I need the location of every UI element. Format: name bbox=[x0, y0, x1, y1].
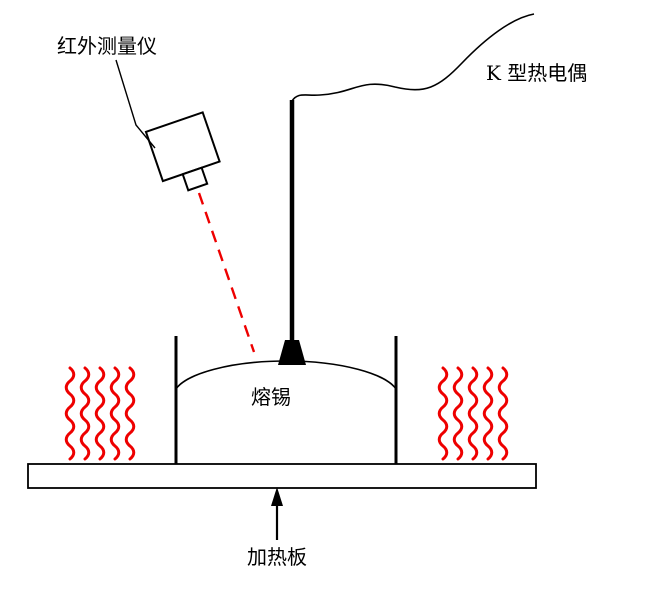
infrared-label-pointer-line bbox=[115, 59, 156, 149]
molten-solder-label: 熔锡 bbox=[251, 385, 291, 409]
heating-plate-label: 加热板 bbox=[247, 545, 307, 569]
heating-plate bbox=[27, 463, 537, 489]
heat-wave-line bbox=[79, 366, 91, 461]
infrared-device bbox=[144, 111, 221, 192]
heating-plate-arrow bbox=[271, 487, 283, 540]
arrow-head bbox=[271, 487, 283, 506]
heat-wave-line bbox=[109, 366, 121, 461]
heat-wave-line bbox=[452, 366, 464, 461]
thermocouple-tip-cone bbox=[278, 340, 306, 365]
heat-wave-line bbox=[124, 366, 136, 461]
heat-wave-line bbox=[94, 366, 106, 461]
infrared-meter-label: 红外测量仪 bbox=[57, 34, 157, 58]
heat-wave-line bbox=[64, 366, 76, 461]
infrared-device-body bbox=[144, 111, 221, 183]
infrared-beam-dashed-line bbox=[197, 192, 256, 353]
heat-waves-left bbox=[64, 366, 136, 461]
heat-wave-line bbox=[497, 366, 509, 461]
heat-wave-line bbox=[437, 366, 449, 461]
heat-wave-line bbox=[467, 366, 479, 461]
heat-wave-line bbox=[482, 366, 494, 461]
infrared-device-nozzle bbox=[181, 166, 209, 192]
thermocouple-label: K 型热电偶 bbox=[486, 61, 587, 85]
thermocouple-lead-wire bbox=[291, 13, 535, 102]
heat-waves-right bbox=[437, 366, 509, 461]
